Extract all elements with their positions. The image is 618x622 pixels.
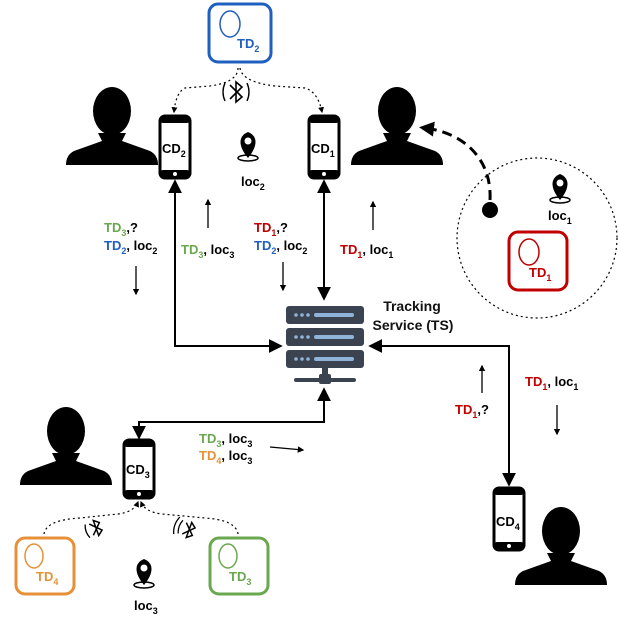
loc2-label: loc2 bbox=[241, 174, 265, 192]
msg-td3-loc3-cd2: TD3, loc3 bbox=[181, 242, 234, 260]
cd3-ts-connection bbox=[132, 387, 331, 440]
msg-td1-query-cd4: TD1,? bbox=[455, 402, 489, 420]
person-silhouette-icon-cd1-owner bbox=[351, 87, 443, 165]
svg-text:CD3: CD3 bbox=[126, 462, 150, 480]
td2-to-cd1-signal bbox=[239, 67, 324, 114]
cd1-phone-icon: CD1 bbox=[307, 114, 341, 180]
bluetooth-signal-icon-td4 bbox=[84, 519, 104, 539]
cd2-phone-icon: CD2 bbox=[158, 114, 192, 180]
msg-td1-query-cd1: TD1,? bbox=[254, 220, 288, 238]
msg-td1-loc1-cd1: TD1, loc1 bbox=[340, 242, 393, 260]
td1-tag-icon: TD1 bbox=[507, 230, 569, 292]
msg-td3-query-cd2: TD3,? bbox=[104, 220, 138, 238]
svg-text:CD1: CD1 bbox=[311, 141, 335, 159]
cd3-right-arrow bbox=[269, 446, 305, 453]
msg-td4-loc3-cd3: TD4, loc3 bbox=[199, 448, 252, 466]
cd3-phone-icon: CD3 bbox=[122, 438, 156, 500]
cd2-ts-connection bbox=[168, 179, 283, 353]
server-rack-icon bbox=[286, 306, 364, 384]
msg-td1-loc1-cd4: TD1, loc1 bbox=[525, 374, 578, 392]
person-silhouette-icon-cd4-owner bbox=[515, 507, 607, 585]
svg-text:TD2: TD2 bbox=[237, 36, 259, 54]
td4-tag-icon: TD4 bbox=[14, 536, 76, 596]
cd4-ts-connection bbox=[368, 339, 516, 487]
svg-text:CD4: CD4 bbox=[496, 514, 520, 532]
ts-title-line2: Service (TS) bbox=[373, 317, 454, 333]
loc3-label: loc3 bbox=[134, 598, 158, 616]
person-silhouette-icon-cd2-owner bbox=[66, 87, 158, 165]
td1-movement-arrow bbox=[419, 121, 492, 201]
td1-region-circle bbox=[456, 157, 618, 319]
td2-tag-icon: TD2 bbox=[207, 2, 273, 64]
svg-text:TD3: TD3 bbox=[229, 569, 251, 587]
loc2-pin-icon bbox=[237, 132, 259, 162]
td3-tag-icon: TD3 bbox=[208, 536, 270, 596]
ts-title-line1: Tracking bbox=[383, 298, 441, 314]
svg-text:TD4: TD4 bbox=[36, 569, 58, 587]
cd4-phone-icon: CD4 bbox=[492, 486, 526, 552]
msg-td3-loc3-cd3: TD3, loc3 bbox=[199, 431, 252, 449]
person-silhouette-icon-cd3-owner bbox=[20, 407, 112, 485]
td2-to-cd2-signal bbox=[171, 67, 239, 114]
msg-td2-loc2-cd2: TD2, loc2 bbox=[104, 238, 157, 256]
td3-to-cd3-signal bbox=[140, 500, 239, 535]
bluetooth-signal-icon bbox=[222, 80, 250, 104]
loc1-pin-icon bbox=[549, 174, 571, 204]
loc1-label: loc1 bbox=[548, 208, 572, 226]
loc3-pin-icon bbox=[133, 559, 155, 589]
td1-origin-dot bbox=[482, 202, 498, 218]
bluetooth-signal-icon-td3 bbox=[173, 516, 197, 539]
msg-td2-loc2-cd1: TD2, loc2 bbox=[254, 238, 307, 256]
td4-to-cd3-signal bbox=[43, 500, 139, 535]
svg-text:TD1: TD1 bbox=[529, 265, 551, 283]
svg-text:CD2: CD2 bbox=[162, 141, 186, 159]
